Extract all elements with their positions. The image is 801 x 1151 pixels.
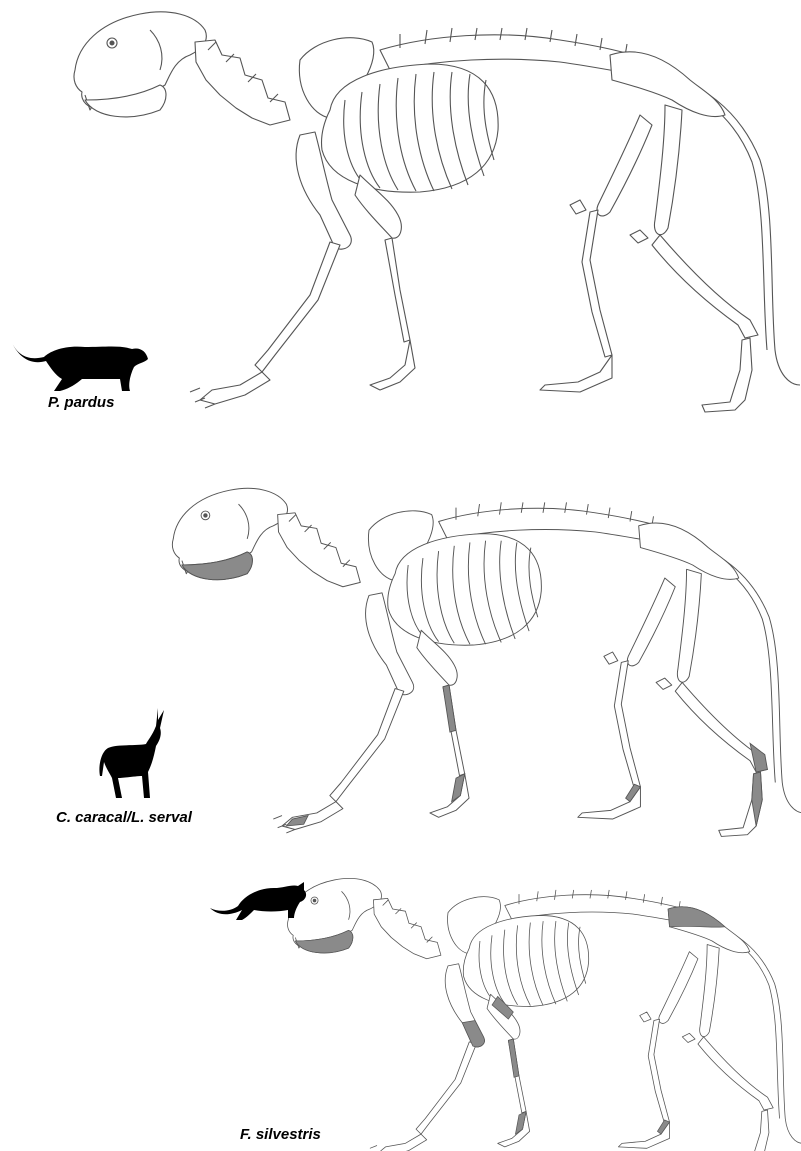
highlight-radius bbox=[443, 685, 456, 732]
highlight-humerus bbox=[462, 1021, 484, 1047]
skeleton-wildcat bbox=[0, 870, 801, 1151]
panel-caracal-serval: C. caracal/L. serval bbox=[0, 478, 801, 838]
species-label-caracal-serval: C. caracal/L. serval bbox=[56, 809, 192, 826]
highlight-tibia bbox=[750, 743, 767, 772]
species-label-silvestris: F. silvestris bbox=[240, 1126, 321, 1143]
panel-leopard: P. pardus bbox=[0, 0, 801, 420]
wildcat-silhouette-icon bbox=[208, 878, 308, 922]
highlight-pelvis bbox=[668, 907, 725, 927]
leopard-silhouette-icon bbox=[10, 335, 150, 395]
caracal-silhouette-icon bbox=[96, 706, 166, 806]
species-label-pardus: P. pardus bbox=[48, 394, 114, 411]
panel-wildcat: F. silvestris bbox=[0, 870, 801, 1151]
